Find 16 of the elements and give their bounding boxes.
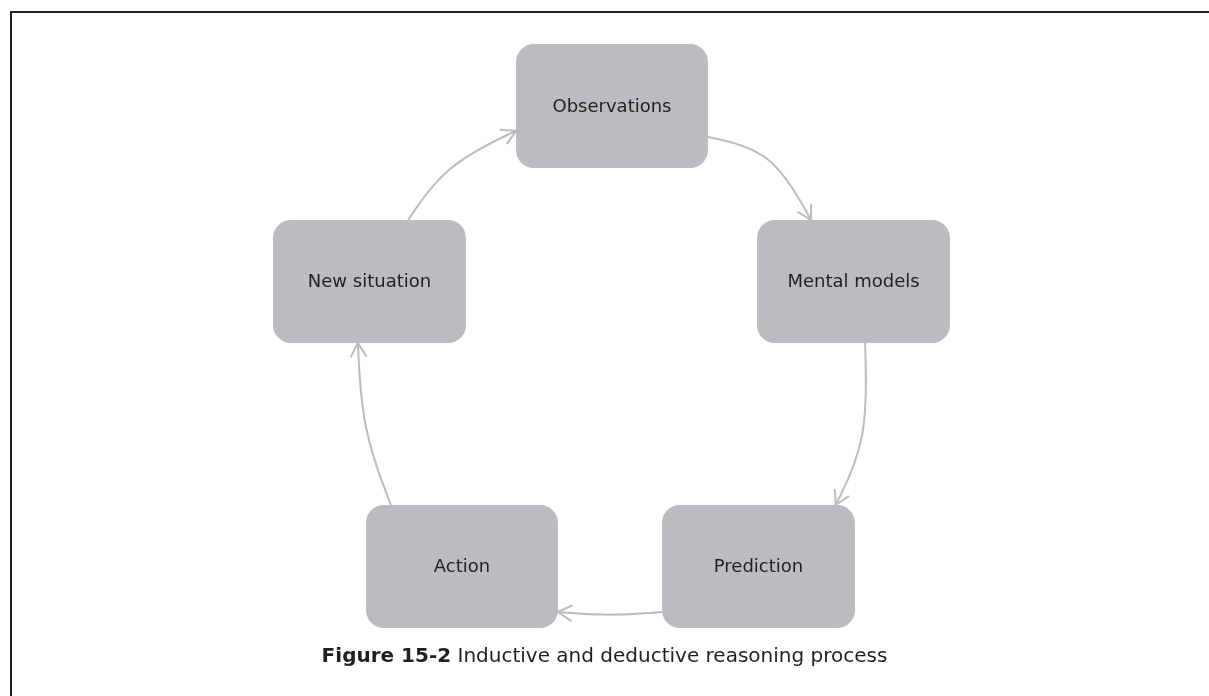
box-label: Prediction [713, 554, 804, 579]
figure-caption: Figure 15-2 Inductive and deductive reasoning process [321, 643, 888, 667]
box-label: Observations [552, 93, 672, 118]
curved-arrow [557, 604, 663, 623]
curved-arrow [407, 128, 517, 221]
curved-arrow [833, 342, 867, 506]
box-label: Action [433, 554, 491, 579]
rounded-box [757, 220, 950, 343]
box-label: Mental models [787, 269, 920, 294]
rounded-box [516, 44, 708, 168]
curved-arrow [349, 342, 392, 506]
box-label: New situation [307, 269, 432, 294]
rounded-box [662, 505, 855, 628]
rounded-box [366, 505, 558, 628]
rounded-box [273, 220, 466, 343]
curved-arrow [707, 136, 813, 221]
